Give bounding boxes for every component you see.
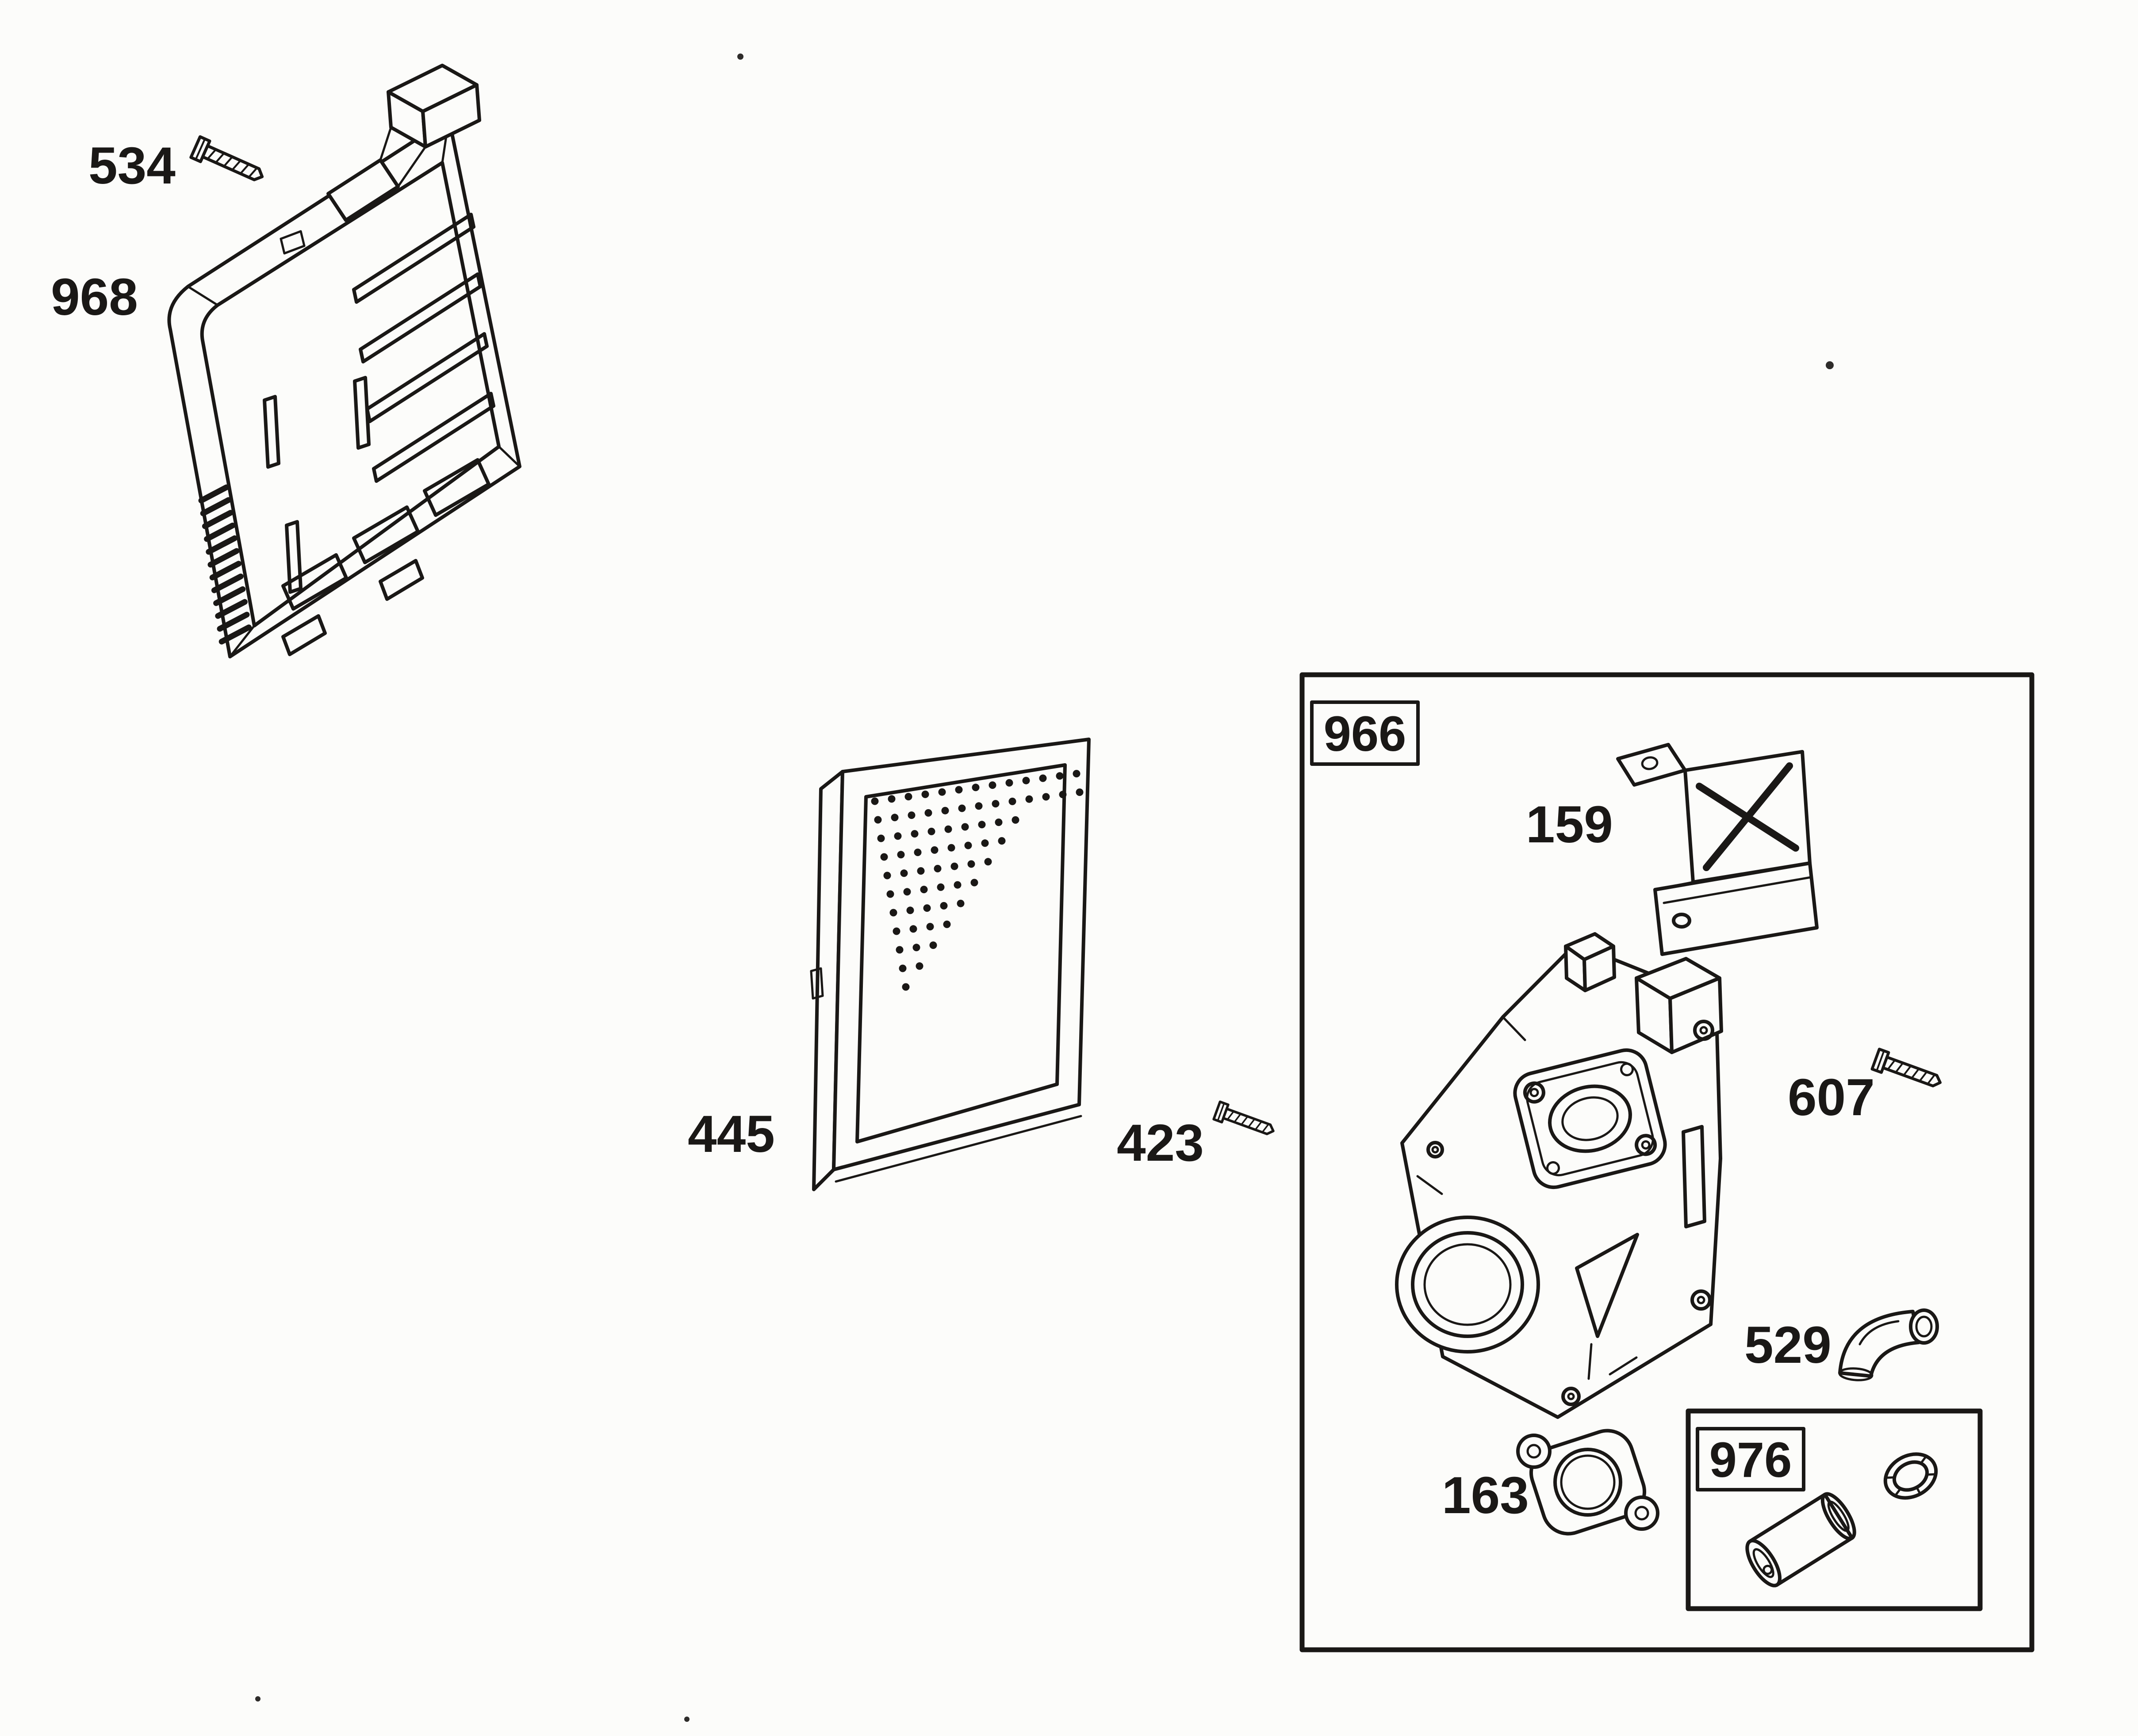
housing-bottom-vents xyxy=(281,458,490,656)
screw-534-icon xyxy=(191,137,267,187)
part-label-159: 159 xyxy=(1526,795,1613,854)
kit-bushing xyxy=(1745,1492,1856,1587)
part-label-607: 607 xyxy=(1788,1068,1875,1127)
part-label-423: 423 xyxy=(1117,1114,1204,1172)
scan-specks xyxy=(255,54,1834,1722)
backplate-bolt-bosses xyxy=(1426,1020,1714,1406)
group-976-label-box xyxy=(1696,1427,1805,1491)
air-cleaner-cover-968 xyxy=(167,64,521,658)
housing-hatch xyxy=(198,484,252,645)
group-966-border xyxy=(1299,672,2035,1652)
screw-607-icon xyxy=(1872,1049,1944,1093)
group-976-border xyxy=(1686,1408,1983,1611)
filter-mesh-dots xyxy=(871,770,1084,991)
screw-423-icon xyxy=(1214,1102,1276,1140)
air-filter-445 xyxy=(810,738,1091,1191)
filter-edge-notch xyxy=(810,967,824,1000)
housing-top-tab xyxy=(326,64,481,222)
carb-mount-flange xyxy=(1513,1048,1667,1189)
kit-group-976: 976 xyxy=(1686,1408,1983,1611)
housing-slots xyxy=(263,376,371,594)
bracket-top-tab xyxy=(1616,743,1687,787)
bracket-159 xyxy=(1616,743,1819,956)
gasket-163 xyxy=(1516,1429,1659,1536)
group-966-label-box xyxy=(1310,700,1420,766)
part-label-163: 163 xyxy=(1442,1466,1529,1525)
part-label-534: 534 xyxy=(88,137,176,195)
bracket-foot xyxy=(1653,861,1819,956)
part-label-529: 529 xyxy=(1744,1316,1831,1374)
carburetor-backplate xyxy=(1395,932,1723,1419)
part-label-968: 968 xyxy=(51,268,138,326)
elbow-body xyxy=(1838,1310,1920,1378)
filter-frame xyxy=(832,738,1091,1171)
housing-rim-corners xyxy=(187,117,521,658)
housing-inner-rim xyxy=(200,161,501,627)
part-label-445: 445 xyxy=(688,1105,775,1163)
elbow-529 xyxy=(1838,1308,1939,1381)
group-label-966: 966 xyxy=(1324,706,1406,761)
carb-air-horn xyxy=(1395,1216,1540,1354)
kit-clamp xyxy=(1883,1452,1938,1500)
housing-vent-hole xyxy=(280,230,306,255)
group-label-976: 976 xyxy=(1709,1432,1792,1487)
filter-inner-frame xyxy=(855,763,1067,1143)
assembly-group-966: 966 159 xyxy=(1299,672,2035,1652)
